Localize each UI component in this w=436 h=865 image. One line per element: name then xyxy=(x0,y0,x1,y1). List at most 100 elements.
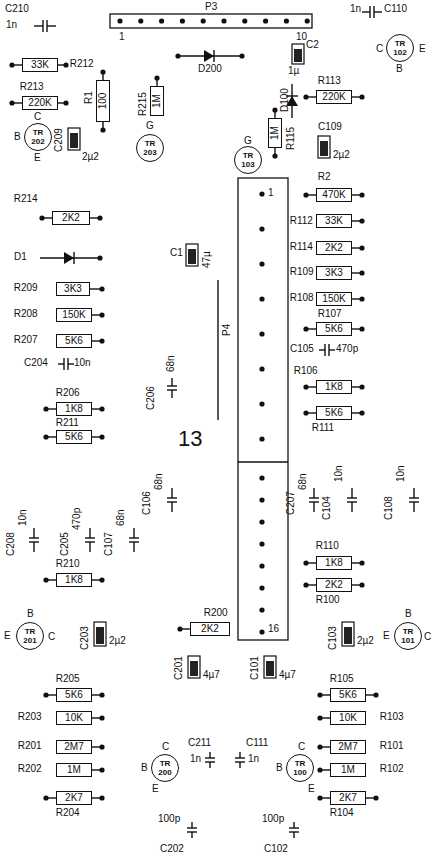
component-label: C107 xyxy=(104,532,114,556)
part-name: R101 xyxy=(380,741,404,751)
transistor-name: TR 203 xyxy=(140,139,160,157)
transistor-outline: TR 102 xyxy=(386,34,414,62)
resistor-symbol: 150KR208 xyxy=(56,308,92,322)
part-name: R206 xyxy=(56,388,80,398)
component-label: C208 xyxy=(6,532,16,556)
component-label: C210 xyxy=(5,4,29,14)
solder-pad xyxy=(259,191,264,196)
resistor-symbol: 1K8R106 xyxy=(316,380,352,394)
solder-pad xyxy=(259,475,264,480)
component-label: C209 xyxy=(54,128,64,152)
capacitor-plate xyxy=(167,385,177,386)
solder-pad xyxy=(117,18,122,23)
solder-pad xyxy=(259,436,264,441)
component-label: C211 xyxy=(188,738,211,748)
component-label: 4µ7 xyxy=(203,670,220,680)
capacitor-lead xyxy=(171,378,172,386)
tantalum-body xyxy=(96,627,104,644)
solder-pad xyxy=(43,577,48,582)
solder-pad xyxy=(239,53,244,58)
component-label: 10n xyxy=(74,358,91,368)
component-label: C102 xyxy=(264,844,288,854)
component-label: C1 xyxy=(170,248,183,258)
transistor-outline: TR 202 xyxy=(24,123,52,151)
solder-pad xyxy=(317,767,322,772)
resistor-symbol: 220KR213 xyxy=(22,96,58,110)
component-label: C207 xyxy=(286,491,296,515)
resistor-value: 1K8 xyxy=(325,382,343,392)
component-label: C xyxy=(298,742,305,752)
resistor-symbol: 2K2R200 xyxy=(190,622,230,636)
capacitor-plate xyxy=(235,761,245,762)
component-label: 2µ2 xyxy=(357,636,374,646)
capacitor-lead xyxy=(171,390,172,398)
solder-pad xyxy=(43,406,48,411)
resistor-symbol: 5K6R111 xyxy=(316,406,352,420)
component-label: 1 xyxy=(119,32,125,42)
capacitor-plate xyxy=(129,541,139,542)
capacitor-lead xyxy=(89,528,90,538)
part-name: R113 xyxy=(318,76,341,86)
capacitor-plate xyxy=(289,831,299,832)
capacitor-plate xyxy=(167,497,177,498)
resistor-value: 470K xyxy=(322,190,345,200)
component-label: B xyxy=(405,609,412,619)
capacitor-lead xyxy=(171,502,172,512)
solder-pad xyxy=(100,127,105,132)
capacitor-lead xyxy=(239,762,240,768)
part-name: R200 xyxy=(204,608,228,618)
solder-pad xyxy=(359,410,364,415)
part-name: R205 xyxy=(56,674,80,684)
resistor-value: 3K3 xyxy=(64,284,82,294)
resistor-value: 2K2 xyxy=(201,624,219,634)
part-name: R209 xyxy=(14,283,38,293)
tantalum-body xyxy=(266,661,274,676)
solder-pad xyxy=(221,18,226,23)
part-name: R202 xyxy=(18,764,42,774)
solder-pad xyxy=(201,18,206,23)
diode-bar xyxy=(213,50,214,62)
part-name: R215 xyxy=(138,92,148,116)
solder-pad xyxy=(317,692,322,697)
solder-pad xyxy=(263,18,268,23)
part-name: R102 xyxy=(380,764,404,774)
tantalum-capacitor xyxy=(94,622,106,646)
solder-pad xyxy=(303,384,308,389)
capacitor-lead xyxy=(313,502,314,512)
component-label: C104 xyxy=(322,496,332,520)
solder-pad xyxy=(303,94,308,99)
component-label: C106 xyxy=(142,491,152,515)
component-label: C xyxy=(162,742,169,752)
solder-pad xyxy=(305,18,310,23)
solder-pad xyxy=(259,366,264,371)
resistor-value: 2K2 xyxy=(325,243,343,253)
solder-pad xyxy=(317,715,322,720)
resistor-symbol: 1K8R210 xyxy=(56,573,92,587)
component-label: 47µ xyxy=(202,251,212,268)
resistor-value: 5K6 xyxy=(65,432,83,442)
resistor-value: 2K7 xyxy=(339,793,357,803)
part-name: R210 xyxy=(56,559,80,569)
solder-pad xyxy=(359,270,364,275)
tantalum-capacitor xyxy=(186,244,198,266)
component-label: 68n xyxy=(166,355,176,372)
capacitor-lead xyxy=(329,349,335,350)
component-label: 470p xyxy=(72,508,82,530)
part-name: R2 xyxy=(318,172,331,182)
resistor-value: 2M7 xyxy=(64,742,83,752)
resistor-symbol: 10KR103 xyxy=(330,711,366,725)
solder-pad xyxy=(359,245,364,250)
solder-pad xyxy=(359,326,364,331)
solder-pad xyxy=(259,401,264,406)
component-label: 4µ7 xyxy=(279,670,296,680)
part-name: R104 xyxy=(330,808,354,818)
solder-pad xyxy=(97,215,102,220)
capacitor-lead xyxy=(191,822,192,828)
capacitor-plate xyxy=(129,537,139,538)
resistor-symbol: 5K6R205 xyxy=(56,688,92,702)
part-name: R106 xyxy=(294,366,318,376)
solder-pad xyxy=(259,519,264,524)
solder-pad xyxy=(180,18,185,23)
component-label: 2µ2 xyxy=(109,636,126,646)
